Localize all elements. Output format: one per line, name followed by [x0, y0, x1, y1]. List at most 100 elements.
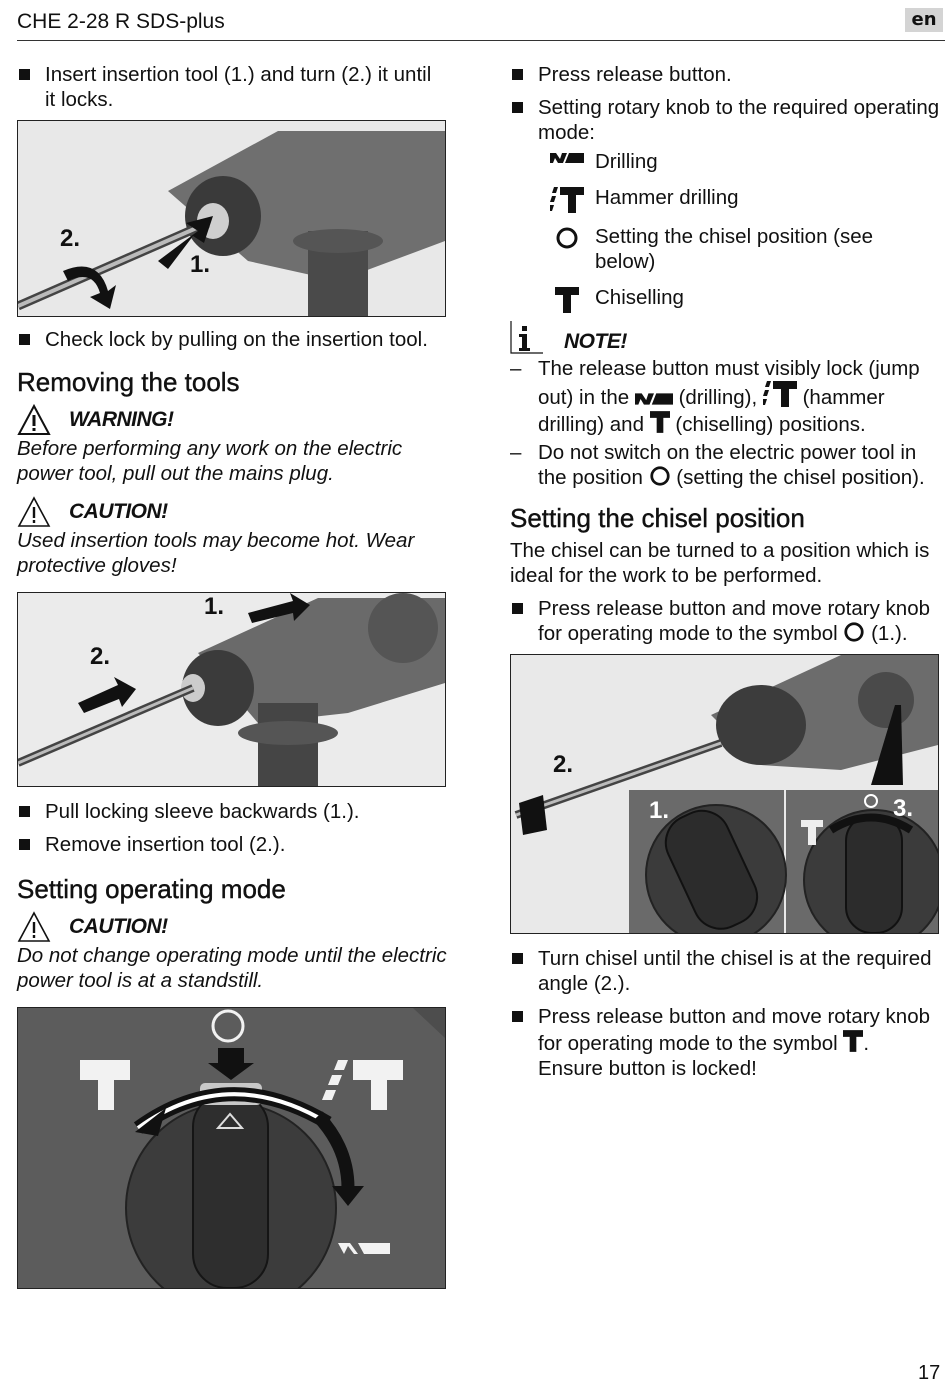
info-icon — [510, 321, 543, 354]
hammer-drilling-icon — [353, 1060, 403, 1110]
bullet-square — [512, 69, 523, 80]
list-item: Insert insertion tool (1.) and turn (2.)… — [17, 62, 447, 112]
bullet-square — [512, 102, 523, 113]
mode-item-chisel-position: Setting the chisel position (see below) — [538, 224, 945, 274]
warning-triangle-icon — [17, 404, 51, 435]
operating-mode-list: Drilling Hammer drilling Setting the chi… — [510, 149, 945, 313]
mode-label: Chiselling — [595, 286, 684, 309]
warning-label: WARNING! — [69, 408, 174, 431]
chisel-position-icon — [556, 227, 577, 249]
set-knob-instruction: Setting rotary knob to the required oper… — [538, 96, 940, 144]
insert-instruction: Insert insertion tool (1.) and turn (2.)… — [45, 63, 432, 111]
drilling-icon — [338, 1243, 390, 1254]
mode-item-chiselling: Chiselling — [538, 285, 945, 313]
check-lock-instruction: Check lock by pulling on the insertion t… — [45, 328, 428, 351]
remove-tool-figure: 1. 2. — [17, 592, 446, 787]
chisel-position-icon — [649, 466, 670, 486]
bullet-square — [512, 1011, 523, 1022]
chisel-position-figure: 2. 1. 3. — [510, 654, 939, 934]
figure-step-1-label: 1. — [204, 593, 225, 620]
page-number: 17 — [918, 1362, 941, 1384]
caution-triangle-icon — [17, 496, 51, 527]
chisel-intro-paragraph: The chisel can be turned to a position w… — [510, 539, 930, 587]
chisel-position-icon — [211, 1009, 245, 1043]
hammer-drilling-icon — [549, 187, 584, 213]
figure-step-1-label: 1. — [190, 251, 211, 278]
list-item: Press release button. — [510, 62, 945, 87]
list-item: Pull locking sleeve backwards (1.). — [17, 799, 447, 824]
figure-step-2-label: 2. — [90, 643, 111, 670]
warning-text: Before performing any work on the electr… — [17, 437, 403, 485]
chisel-adjust-illustration — [511, 655, 938, 933]
list-item: Setting rotary knob to the required oper… — [510, 95, 945, 145]
pull-sleeve-instruction: Pull locking sleeve backwards (1.). — [45, 800, 360, 823]
press-release-instruction: Press release button. — [538, 63, 732, 86]
caution-text: Used insertion tools may become hot. Wea… — [17, 529, 415, 577]
caution-label: CAUTION! — [69, 500, 168, 523]
note-item: – Do not switch on the electric power to… — [510, 440, 945, 490]
instruction-text: Ensure button is locked! — [538, 1057, 757, 1080]
section-heading-operating-mode: Setting operating mode — [17, 874, 286, 904]
note-text: (drilling), — [678, 386, 758, 409]
instruction-text: (1.). — [871, 622, 908, 645]
chiselling-icon — [649, 411, 670, 433]
mode-label: Setting the chisel position (see below) — [595, 225, 874, 273]
note-item: – The release button must visibly lock (… — [510, 356, 945, 437]
bullet-square — [19, 334, 30, 345]
right-column: Press release button. Setting rotary kno… — [510, 62, 945, 1089]
note-label: NOTE! — [564, 330, 627, 353]
bullet-square — [512, 953, 523, 964]
list-item: Turn chisel until the chisel is at the r… — [510, 946, 945, 996]
insert-tool-figure: 2. 1. — [17, 120, 446, 317]
language-badge: en — [905, 8, 943, 32]
hammer-drilling-icon — [762, 381, 797, 407]
dash-marker: – — [510, 357, 522, 380]
mode-item-drilling: Drilling — [538, 149, 945, 174]
document-title: CHE 2-28 R SDS-plus — [17, 10, 225, 33]
mode-label: Hammer drilling — [595, 186, 739, 209]
header-divider — [17, 40, 945, 41]
bullet-square — [19, 806, 30, 817]
note-text: (setting the chisel position). — [676, 466, 925, 489]
chiselling-icon — [843, 1030, 864, 1052]
drilling-icon — [634, 393, 673, 405]
list-item: Press release button and move rotary kno… — [510, 1004, 945, 1081]
note-text: Do not switch on the electric power tool… — [538, 441, 917, 489]
turn-chisel-instruction: Turn chisel until the chisel is at the r… — [538, 947, 932, 995]
note-notice: NOTE! — [510, 320, 945, 354]
chisel-position-icon — [844, 622, 865, 642]
caution-triangle-icon — [17, 911, 51, 942]
instruction-text: . — [863, 1032, 870, 1055]
figure-step-3-label: 3. — [893, 795, 914, 822]
bullet-square — [19, 69, 30, 80]
bullet-square — [19, 839, 30, 850]
insert-tool-illustration — [18, 121, 445, 316]
chiselling-icon — [554, 287, 579, 313]
note-text: (hammer drilling) and — [538, 386, 885, 436]
list-item: Remove insertion tool (2.). — [17, 832, 447, 857]
section-heading-removing-tools: Removing the tools — [17, 367, 240, 397]
remove-tool-instruction: Remove insertion tool (2.). — [45, 833, 286, 856]
dash-marker: – — [510, 441, 522, 464]
instruction-text: Press release button and move rotary kno… — [538, 597, 930, 645]
remove-tool-illustration — [18, 593, 445, 786]
list-item: Press release button and move rotary kno… — [510, 596, 945, 646]
bullet-square — [512, 603, 523, 614]
caution-notice: CAUTION! — [17, 911, 447, 943]
caution-notice: CAUTION! — [17, 496, 447, 528]
note-text: (chiselling) positions. — [675, 413, 866, 436]
operating-mode-knob-figure — [17, 1007, 446, 1289]
chiselling-icon — [80, 1060, 130, 1110]
instruction-text: Press release button and move rotary kno… — [538, 1005, 930, 1055]
mode-item-hammer-drilling: Hammer drilling — [538, 185, 945, 213]
left-column: Insert insertion tool (1.) and turn (2.)… — [17, 62, 447, 1289]
drilling-icon — [549, 153, 584, 163]
caution-text: Do not change operating mode until the e… — [17, 944, 447, 992]
list-item: Check lock by pulling on the insertion t… — [17, 327, 447, 352]
warning-notice: WARNING! — [17, 404, 447, 436]
caution-label: CAUTION! — [69, 915, 168, 938]
mode-label: Drilling — [595, 150, 658, 173]
figure-step-2-label: 2. — [553, 751, 574, 778]
figure-step-1-label: 1. — [649, 797, 670, 824]
section-heading-chisel-position: Setting the chisel position — [510, 503, 805, 533]
